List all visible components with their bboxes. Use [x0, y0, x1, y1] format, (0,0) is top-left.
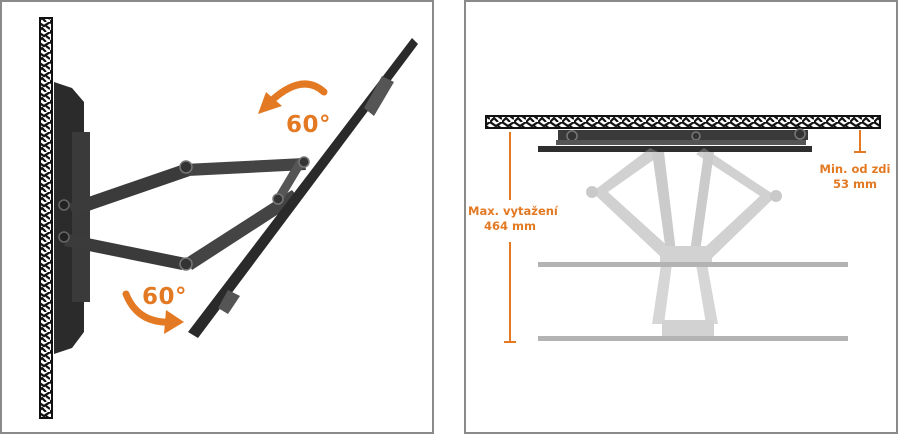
- swivel-illustration: [39, 17, 418, 419]
- tv-plate-mid: [538, 262, 848, 267]
- min-wall-label: Min. od zdi 53 mm: [818, 162, 892, 192]
- angle-label-bottom: 60°: [142, 284, 188, 310]
- wall-strip: [39, 17, 53, 419]
- ghost-arms: [586, 148, 782, 336]
- max-extension-title: Max. vytažení: [468, 204, 558, 218]
- wall-strip-top: [485, 115, 881, 129]
- tv-plate-max: [538, 336, 848, 341]
- tv-hook-bottom: [218, 290, 240, 314]
- arrow-top-head: [258, 92, 282, 114]
- angle-label-top: 60°: [286, 112, 332, 138]
- arrow-bottom-head: [164, 310, 184, 334]
- upper-arm: [68, 164, 190, 216]
- tv-plate-min: [538, 146, 812, 152]
- tilt-link: [274, 158, 306, 202]
- lower-forearm: [186, 190, 300, 270]
- lower-arm: [64, 234, 186, 270]
- tv-hook-top: [364, 76, 394, 116]
- joint-wall-bottom: [58, 231, 70, 243]
- joint-tv-top: [298, 156, 310, 168]
- min-wall-title: Min. od zdi: [819, 162, 891, 176]
- joint-wall-top: [58, 199, 70, 211]
- swivel-panel: 60° 60°: [0, 0, 434, 434]
- max-extension-label: Max. vytažení 464 mm: [468, 204, 558, 234]
- tv-plate: [188, 38, 418, 338]
- wall-plate-top: [558, 130, 808, 140]
- upper-forearm: [184, 158, 306, 176]
- arrow-top-curve: [266, 80, 328, 106]
- joint-elbow-bottom: [179, 257, 193, 271]
- extension-illustration: [485, 115, 881, 343]
- joint-tv-mid: [272, 193, 284, 205]
- min-wall-value: 53 mm: [833, 177, 877, 191]
- extension-panel: Max. vytažení 464 mm Min. od zdi 53 mm: [464, 0, 898, 434]
- max-extension-value: 464 mm: [484, 219, 536, 233]
- wall-plate-bracket: [72, 132, 90, 302]
- joint-elbow-top: [179, 160, 193, 174]
